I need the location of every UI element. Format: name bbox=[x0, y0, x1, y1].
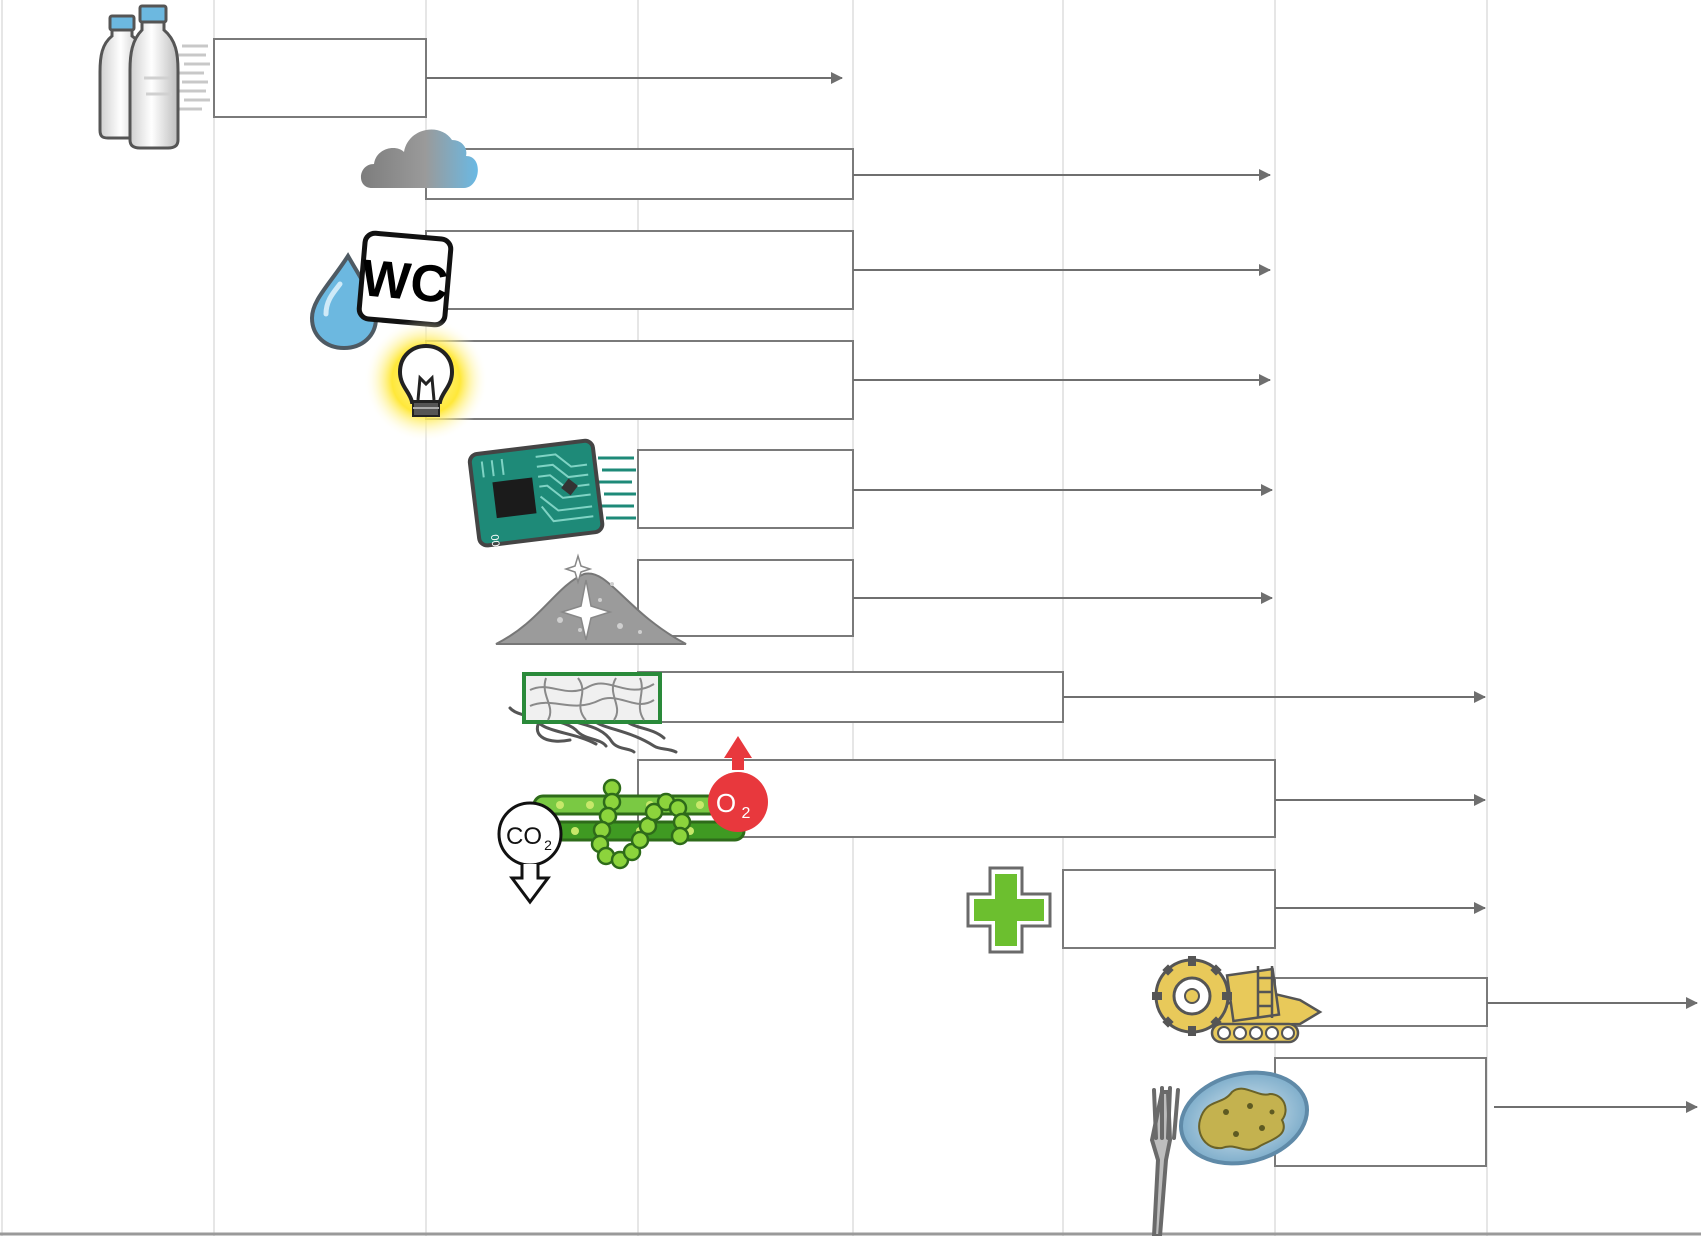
period-box-3 bbox=[425, 340, 854, 420]
timeline-row-10 bbox=[1149, 1057, 1698, 1236]
timeline-row-9 bbox=[1152, 956, 1698, 1044]
circuit-board-icon: 003 bbox=[467, 438, 636, 554]
mining-excavator-icon bbox=[1152, 956, 1323, 1044]
chip-label: 003 bbox=[488, 534, 502, 554]
wc-label: WC bbox=[359, 249, 450, 314]
medical-cross-icon bbox=[966, 866, 1052, 954]
timeline-row-8 bbox=[966, 866, 1486, 954]
petri-dish-fork-icon bbox=[1149, 1070, 1310, 1236]
period-box-8 bbox=[1062, 869, 1276, 949]
fiber-mesh-block-icon bbox=[508, 672, 678, 754]
period-box-4 bbox=[637, 449, 854, 529]
water-bottles-icon bbox=[98, 4, 210, 150]
o2-label: O bbox=[716, 788, 736, 818]
algae-filament-o2-co2-icon: O 2 CO 2 bbox=[497, 736, 768, 905]
timeline-row-6 bbox=[508, 671, 1486, 754]
period-box-10 bbox=[1274, 1057, 1487, 1167]
timeline-row-2: WC bbox=[309, 230, 1271, 351]
timeline-row-5 bbox=[495, 553, 1273, 645]
timeline-row-3 bbox=[364, 318, 1271, 442]
co2-subscript: 2 bbox=[544, 837, 552, 853]
period-box-2 bbox=[425, 230, 854, 310]
co2-label: CO bbox=[506, 823, 542, 850]
period-box-0 bbox=[213, 38, 427, 118]
timeline-row-1 bbox=[360, 129, 1271, 200]
timeline-row-0 bbox=[98, 4, 843, 150]
timeline-row-7: O 2 CO 2 bbox=[497, 736, 1486, 905]
light-bulb-icon bbox=[364, 318, 488, 442]
period-box-1 bbox=[425, 148, 854, 200]
water-drop-wc-icon: WC bbox=[309, 230, 454, 351]
timeline-row-4: 003 bbox=[467, 438, 1273, 554]
period-box-5 bbox=[637, 559, 854, 637]
period-box-6 bbox=[637, 671, 1064, 723]
cloud-icon bbox=[360, 129, 478, 188]
sparkling-powder-pile-icon bbox=[495, 553, 687, 645]
o2-subscript: 2 bbox=[742, 805, 751, 822]
